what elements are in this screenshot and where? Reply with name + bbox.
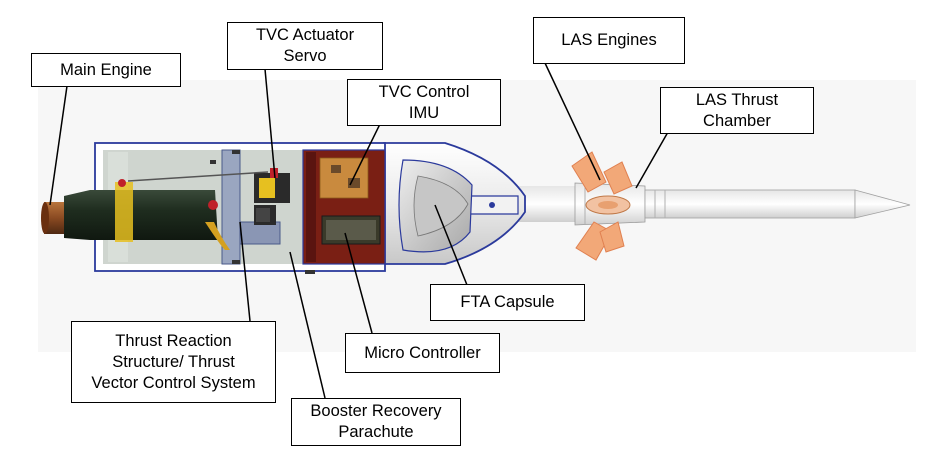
leader-thrust-reaction [239,221,251,322]
leader-fta [434,204,468,286]
leader-las-engines [544,62,601,181]
las-tower [512,182,911,226]
leader-las-thrust [635,131,669,189]
leader-lines [49,62,669,399]
leader-micro [344,232,373,334]
label-micro-controller: Micro Controller [345,333,500,373]
label-tvc-control-imu: TVC Control IMU [347,79,501,126]
label-booster-recovery-parachute: Booster Recovery Parachute [291,398,461,446]
leader-tvc-servo [264,68,276,179]
label-main-engine: Main Engine [31,53,181,87]
label-thrust-reaction-structure: Thrust Reaction Structure/ Thrust Vector… [71,321,276,403]
label-las-engines: LAS Engines [533,17,685,64]
tvc-servo-body [254,168,290,203]
leader-main-engine [49,85,68,206]
las-engine-nozzles [571,151,633,261]
label-las-thrust-chamber: LAS Thrust Chamber [660,87,814,134]
leader-booster [289,251,326,399]
thrust-reaction-structure-body [221,149,281,265]
label-fta-capsule: FTA Capsule [430,284,585,321]
main-engine-body [41,179,230,250]
label-tvc-actuator-servo: TVC Actuator Servo [227,22,383,70]
leader-tvc-imu [349,123,381,186]
